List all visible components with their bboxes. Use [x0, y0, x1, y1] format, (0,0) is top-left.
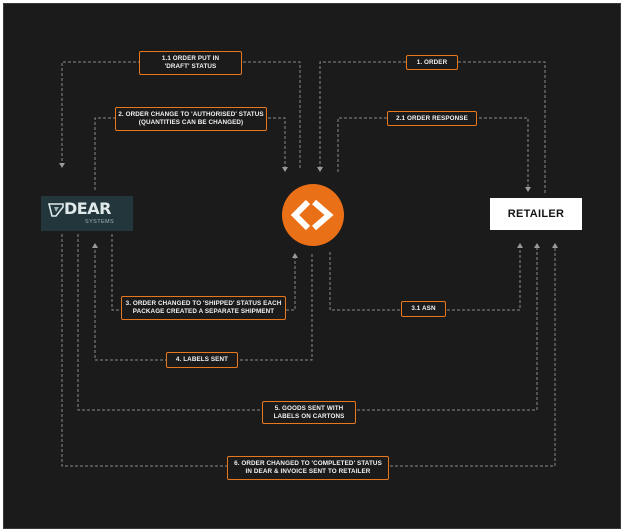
step-1-1-line-2: 'DRAFT' STATUS — [164, 63, 217, 70]
connector-order-response — [337, 117, 529, 188]
dear-systems-logo: DEAR SYSTEMS — [41, 196, 133, 231]
step-3-1-asn-label: 3.1 ASN — [401, 301, 446, 317]
integration-hub — [282, 184, 344, 246]
step-6-line-2: IN DEAR & INVOICE SENT TO RETAILER — [245, 468, 371, 475]
step-2-authorised-label: 2. ORDER CHANGE TO 'AUTHORISED' STATUS (… — [115, 107, 267, 131]
step-6-line-1: 6. ORDER CHANGED TO 'COMPLETED' STATUS — [234, 460, 382, 467]
connector-goods — [77, 234, 538, 411]
arrowhead-order-hub — [317, 167, 323, 172]
retailer-box: RETAILER — [490, 198, 582, 230]
step-5-goods-sent-label: 5. GOODS SENT WITH LABELS ON CARTONS — [262, 401, 356, 424]
step-1-1-draft-label: 1.1 ORDER PUT IN 'DRAFT' STATUS — [139, 51, 242, 75]
step-1-line-1: 1. ORDER — [416, 58, 448, 66]
step-2-1-order-response-label: 2.1 ORDER RESPONSE — [387, 111, 477, 126]
arrowhead-shipped-hub — [292, 253, 298, 258]
step-2-line-2: (QUANTITIES CAN BE CHANGED) — [138, 119, 244, 126]
step-5-line-1: 5. GOODS SENT WITH — [274, 404, 344, 412]
chevron-arrows-icon — [290, 199, 334, 231]
step-2-line-1: 2. ORDER CHANGE TO 'AUTHORISED' STATUS — [118, 111, 264, 118]
step-4-line-1: 4. LABELS SENT — [175, 356, 229, 363]
arrowhead-goods-retailer — [534, 243, 540, 248]
step-3-shipped-label: 3. ORDER CHANGED TO 'SHIPPED' STATUS EAC… — [121, 296, 286, 320]
connector-completed — [61, 234, 556, 467]
step-5-line-2: LABELS ON CARTONS — [273, 412, 345, 420]
arrowhead-labels-dear — [92, 243, 98, 248]
connector-labels — [94, 246, 313, 361]
dear-sub-text: SYSTEMS — [85, 219, 115, 225]
step-4-labels-sent-label: 4. LABELS SENT — [166, 352, 238, 368]
dear-mark-icon — [48, 203, 64, 217]
connector-order — [319, 61, 546, 193]
dear-brand-text: DEAR — [64, 199, 111, 218]
arrowhead-response-retailer — [525, 187, 531, 192]
arrowhead-draft-dear — [59, 163, 65, 168]
arrowhead-completed-retailer — [552, 243, 558, 248]
step-2-1-line-1: 2.1 ORDER RESPONSE — [396, 114, 468, 122]
arrowhead-asn-retailer — [517, 243, 523, 248]
step-1-1-line-1: 1.1 ORDER PUT IN — [161, 55, 220, 62]
step-3-line-1: 3. ORDER CHANGED TO 'SHIPPED' STATUS EAC… — [125, 300, 282, 307]
arrowhead-authorised-hub — [282, 167, 288, 172]
step-3-line-2: PACKAGE CREATED A SEPARATE SHIPMENT — [132, 308, 275, 315]
step-6-completed-label: 6. ORDER CHANGED TO 'COMPLETED' STATUS I… — [227, 456, 389, 480]
step-3-1-line-1: 3.1 ASN — [411, 305, 436, 312]
step-1-order-label: 1. ORDER — [406, 55, 458, 70]
